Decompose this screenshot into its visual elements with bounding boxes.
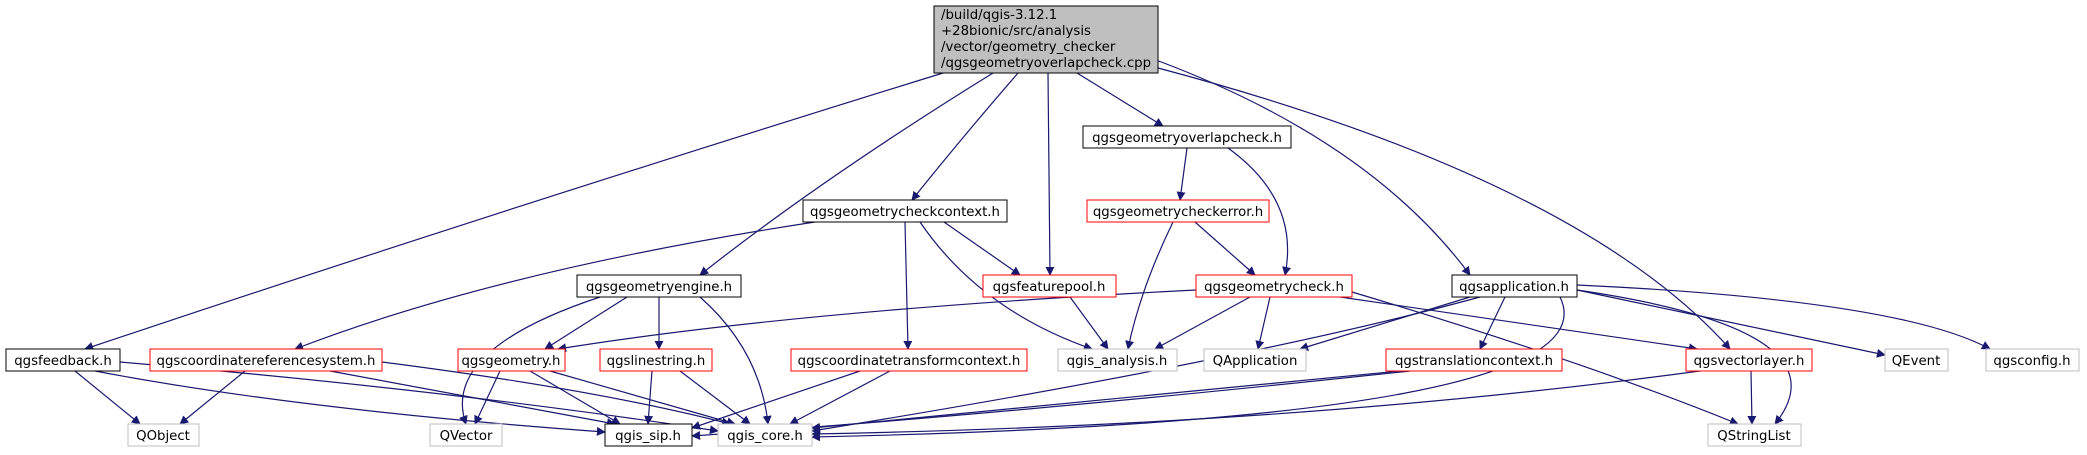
node-qgis-analysis: qgis_analysis.h [1057, 348, 1178, 372]
edge-context-analysis [919, 221, 1093, 351]
node-label: qgsgeometrycheck.h [1204, 280, 1344, 295]
edge-root-qgsgeometrycheckcontext [911, 72, 1019, 201]
edge-transform-qgissip [691, 370, 861, 430]
edge-checkerror-analysis [1125, 221, 1174, 350]
node-label: qgslinestring.h [607, 354, 706, 369]
edge-check-vectorlayer [1339, 296, 1698, 353]
edge-check-geometry [557, 289, 1197, 353]
node-qgsgeometryengine[interactable]: qgsgeometryengine.h [576, 274, 742, 298]
edge-root-qgsfeaturepool [1045, 72, 1055, 276]
edge-translation-qgiscore [811, 370, 1401, 432]
edge-crs-qgissip [329, 370, 616, 427]
edge-root-qgsfeedback [84, 72, 944, 351]
edge-app-qgiscore [811, 296, 1481, 435]
edge-context-featurepool [943, 221, 1021, 276]
edge-crs-qobject [179, 370, 246, 425]
edge-geometry-qgiscore [549, 370, 736, 427]
node-QVector: QVector [429, 423, 503, 447]
node-QObject: QObject [127, 423, 200, 447]
node-label: qgis_core.h [727, 429, 803, 444]
edge-app-qgsconfig [1576, 284, 1991, 350]
edge-check-analysis [1154, 296, 1251, 350]
node-label: QStringList [1717, 429, 1790, 444]
edge-geometry-qgissip [529, 370, 621, 425]
node-label: qgsapplication.h [1459, 280, 1569, 295]
root-path-line-1: /build/qgis-3.12.1 [941, 8, 1057, 23]
edge-context-transformcontext [903, 221, 913, 350]
node-QStringList: QStringList [1707, 423, 1802, 447]
node-label: qgsvectorlayer.h [1694, 354, 1805, 369]
edge-app-qapplication [1299, 296, 1471, 351]
node-label: qgscoordinatetransformcontext.h [798, 354, 1021, 369]
edge-checkerror-check [1194, 221, 1256, 276]
node-qgis-core: qgis_core.h [717, 423, 813, 447]
node-label: qgsgeometry.h [461, 354, 560, 369]
node-qgsgeometry[interactable]: qgsgeometry.h [457, 348, 566, 372]
node-label: qgis_analysis.h [1067, 354, 1168, 369]
node-label: qgsgeometrycheckerror.h [1093, 205, 1263, 220]
node-label: qgstranslationcontext.h [1395, 354, 1553, 369]
edge-context-crs [294, 221, 816, 351]
node-qgsconfig: qgsconfig.h [1985, 348, 2080, 372]
node-label: QApplication [1213, 354, 1298, 369]
edge-root-qgsgeometryoverlapcheck [1076, 72, 1164, 127]
root-path-line-3: /vector/geometry_checker [941, 40, 1116, 55]
node-qgscoordinatereferencesystem[interactable]: qgscoordinatereferencesystem.h [149, 348, 383, 372]
edge-transform-qgiscore [789, 370, 891, 425]
node-label: QVector [440, 429, 493, 444]
node-label: QEvent [1892, 354, 1941, 369]
node-qgstranslationcontext[interactable]: qgstranslationcontext.h [1385, 348, 1563, 372]
edge-linestring-qgiscore [679, 370, 751, 425]
edge-check-qapplication [1255, 296, 1271, 350]
node-qgsgeometryoverlapcheck[interactable]: qgsgeometryoverlapcheck.h [1082, 125, 1292, 149]
edge-overlap-check [1227, 147, 1291, 276]
node-qgis-sip[interactable]: qgis_sip.h [604, 423, 693, 447]
node-QEvent: QEvent [1884, 348, 1949, 372]
node-qgsfeaturepool[interactable]: qgsfeaturepool.h [982, 274, 1117, 298]
root-path-line-4: /qgsgeometryoverlapcheck.cpp [941, 56, 1151, 71]
root-path-line-2: +28bionic/src/analysis [941, 24, 1091, 39]
node-label: qgsconfig.h [1993, 354, 2070, 369]
edge-app-qstringlist [1576, 289, 1792, 425]
root-file-node: /build/qgis-3.12.1 +28bionic/src/analysi… [933, 5, 1159, 74]
node-qgslinestring[interactable]: qgslinestring.h [599, 348, 713, 372]
dependency-edges [74, 59, 1991, 442]
node-label: qgsgeometryengine.h [586, 280, 732, 295]
edge-vectorlayer-qgiscore [811, 370, 1701, 439]
node-label: qgsfeedback.h [14, 354, 112, 369]
node-qgsvectorlayer[interactable]: qgsvectorlayer.h [1685, 348, 1813, 372]
edge-root-qgsgeometryengine [699, 72, 994, 276]
edge-engine-qgiscore [699, 296, 772, 425]
node-label: qgsfeaturepool.h [993, 280, 1106, 295]
edge-feedback-qgissip [94, 370, 606, 436]
node-qgsfeedback[interactable]: qgsfeedback.h [5, 348, 121, 372]
node-qgsgeometrycheckcontext[interactable]: qgsgeometrycheckcontext.h [802, 199, 1008, 223]
edge-crs-qgiscore [381, 361, 731, 427]
edge-feedback-qobject [74, 370, 141, 425]
edge-engine-geometry [544, 296, 628, 350]
edge-root-qgsapplication [1155, 59, 1471, 276]
node-qgsgeometrycheckerror[interactable]: qgsgeometrycheckerror.h [1086, 199, 1270, 223]
node-label: qgsgeometryoverlapcheck.h [1092, 131, 1282, 146]
node-label: QObject [136, 429, 190, 444]
edge-geometry-qvector [474, 370, 501, 425]
node-label: qgscoordinatereferencesystem.h [157, 354, 376, 369]
edge-root-qgsvectorlayer [1157, 67, 1731, 350]
edge-app-qevent [1576, 289, 1886, 358]
edge-linestring-qgissip [644, 370, 654, 425]
node-qgsgeometrycheck[interactable]: qgsgeometrycheck.h [1195, 274, 1353, 298]
node-label: qgis_sip.h [615, 429, 681, 444]
edge-vectorlayer-qstringlist [1747, 370, 1757, 425]
edge-app-qgiscore-2 [811, 296, 1565, 442]
node-qgscoordinatetransformcontext[interactable]: qgscoordinatetransformcontext.h [790, 348, 1028, 372]
node-label: qgsgeometrycheckcontext.h [810, 205, 1000, 220]
edge-featurepool-analysis [1069, 296, 1109, 350]
edge-overlap-checkerror [1176, 147, 1188, 201]
edge-feedback-qgiscore [119, 361, 719, 435]
edge-app-translation [1479, 296, 1506, 350]
node-qgsapplication[interactable]: qgsapplication.h [1451, 274, 1578, 298]
node-QApplication: QApplication [1203, 348, 1307, 372]
